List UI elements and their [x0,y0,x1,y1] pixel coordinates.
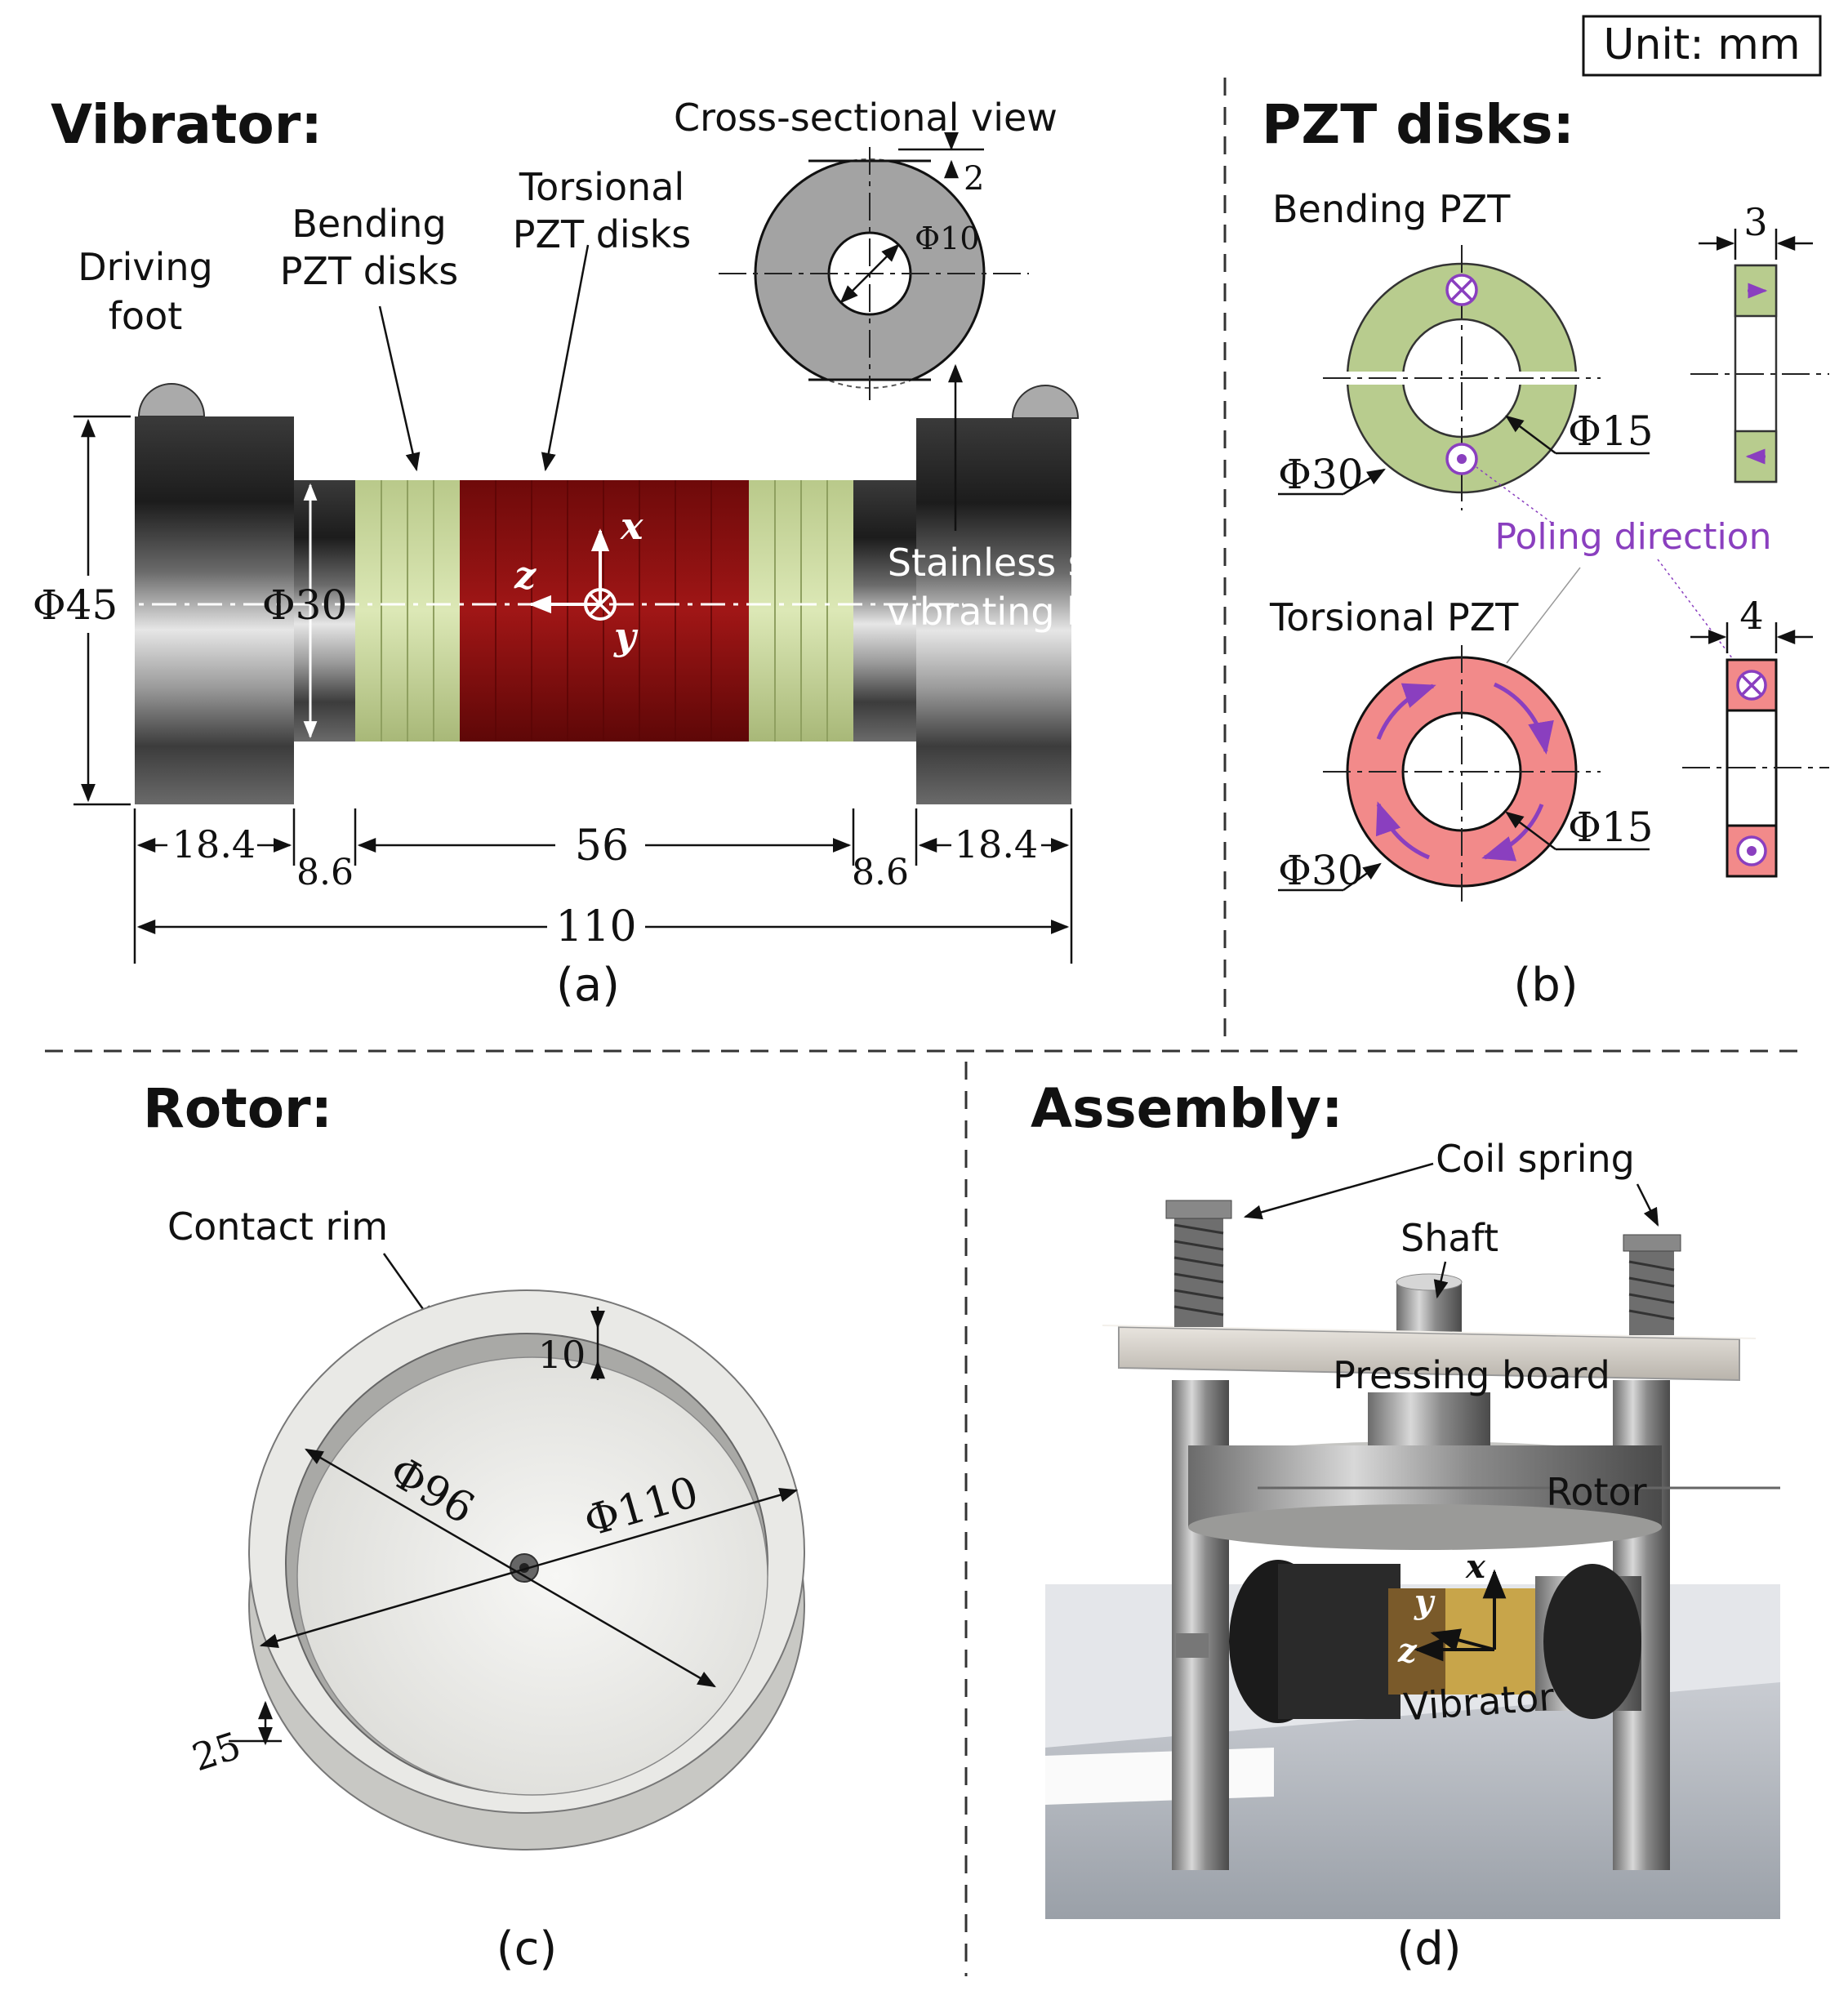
bending-pzt-side [1690,229,1829,483]
bending-pzt-ring [1278,245,1650,510]
panel-b: PZT disks: Bending PZT Φ30 Φ15 [1262,93,1829,1012]
pressing-board-label: Pressing board [1333,1353,1610,1397]
panel-b-caption: (b) [1513,959,1578,1012]
bending-od: Φ30 [1278,451,1364,498]
torsional-pzt-stack [460,480,749,742]
dim-l3: 56 [575,822,629,871]
axis-x-label: x [620,504,643,548]
length-dimensions [133,808,1073,964]
torsional-pzt-ring [1278,645,1650,902]
leader-bending [378,305,421,472]
bending-thickness: 3 [1743,200,1767,244]
panel-c: Rotor: Contact rim Φ96 Φ110 10 25 (c) [143,1077,805,1975]
torsional-pzt-label: Torsional PZT [1269,595,1519,639]
dim-l2: 8.6 [296,852,354,893]
coil-spring-leader-1 [1243,1162,1434,1220]
panel-b-title: PZT disks: [1262,93,1574,156]
dim-h25: 25 [187,1723,246,1779]
assembly-axis-z: z [1397,1632,1418,1670]
panel-d-title: Assembly: [1031,1077,1343,1140]
unit-label: Unit: mm [1603,20,1800,69]
dim-d30: Φ30 [262,581,348,629]
rotor-label: Rotor [1546,1470,1646,1514]
dim-d10: Φ10 [915,220,980,256]
poling-leader-1 [1476,466,1552,523]
bending-pzt-label: Bending PZT [1272,187,1511,231]
contact-rim-label: Contact rim [167,1205,388,1249]
axis-y-label: y [613,614,639,658]
unit-box: Unit: mm [1582,15,1822,77]
bending-pzt-divisions [381,480,828,742]
dim-total: 110 [555,902,636,951]
end-cap-right [916,418,1071,804]
torsional-od: Φ30 [1278,847,1364,894]
torsional-pzt-divisions [495,480,712,742]
cross-section-label: Cross-sectional view [674,96,1058,140]
cross-section-view: Φ10 2 [719,131,1029,531]
rotor-drawing [229,1289,805,1850]
dim-d45: Φ45 [33,581,118,629]
torsional-label-2: PZT disks [513,212,692,256]
assembly-axis-x: x [1465,1548,1486,1586]
dim-l4: 8.6 [852,852,909,893]
coil-spring-leader-2 [1636,1183,1659,1227]
torsional-id: Φ15 [1568,804,1654,851]
panel-a-caption: (a) [556,959,620,1012]
driving-foot-label-1: Driving [78,245,212,289]
steel-label-1: Stainless steel [888,541,1159,585]
poling-leader-2 [1657,559,1739,666]
panel-d-caption: (d) [1396,1922,1461,1975]
end-cap-left [135,416,294,804]
panel-a: Vibrator: x [26,93,1160,1012]
bending-label-2: PZT disks [280,249,459,293]
axis-z-label: z [514,553,537,597]
torsional-label-1: Torsional [519,165,684,209]
panel-d: Assembly: [1031,1077,1780,1975]
panel-a-title: Vibrator: [51,93,323,156]
torsional-thickness: 4 [1739,594,1763,638]
driving-foot-right [1011,385,1080,419]
dim-l5: 18.4 [955,822,1038,866]
neck-right [853,480,916,742]
steel-label-2: vibrating body [887,590,1160,634]
poling-direction-label: Poling direction [1495,516,1772,558]
torsional-leader [1506,567,1581,664]
shaft-label: Shaft [1400,1216,1498,1260]
torsional-pzt-side [1682,622,1829,878]
dim-w10: 10 [538,1333,586,1377]
shaft-leader [1433,1261,1449,1299]
bending-id: Φ15 [1568,407,1654,455]
coil-spring-label: Coil spring [1436,1137,1635,1181]
leader-torsional [541,244,590,472]
panel-c-title: Rotor: [143,1077,332,1140]
assembly-axis-y: y [1414,1583,1436,1621]
driving-foot-left [137,383,206,417]
panel-c-caption: (c) [497,1922,557,1975]
dim-flat: 2 [964,160,984,198]
driving-foot-label-2: foot [109,294,183,338]
assembly-render [1045,1200,1780,1919]
vibrator-axes: x z y [514,504,643,658]
vibrator-label: Vibrator [1402,1675,1556,1730]
dim-l1: 18.4 [172,822,256,866]
bending-label-1: Bending [292,202,446,246]
